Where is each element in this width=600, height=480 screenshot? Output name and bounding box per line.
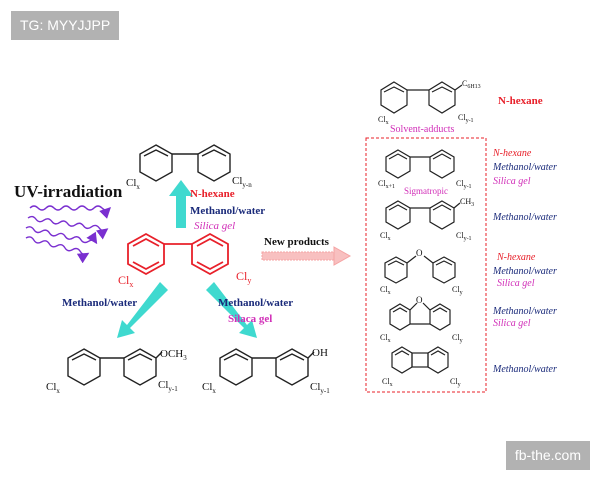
- solvent-adduct-substituent: C6H13: [462, 79, 481, 90]
- methyl-condition-1: Methanol/water: [492, 212, 557, 223]
- sigmatropic-label-x: Clx+1: [378, 179, 395, 190]
- uv-irradiation-title: UV-irradiation: [14, 182, 123, 201]
- right-product-substituent: OH: [312, 347, 328, 359]
- biphenylene-molecule: [391, 346, 449, 374]
- sigmatropic-condition-1: N-hexane: [492, 148, 532, 159]
- furan-label-y: Cly: [452, 333, 463, 344]
- new-products-arrow: [261, 246, 352, 266]
- header-tag: TG: MYYJJPP: [11, 11, 120, 40]
- methyl-biphenyl-molecule: [385, 200, 461, 230]
- ether-condition-1: N-hexane: [496, 252, 536, 263]
- diphenyl-ether-molecule: [384, 255, 456, 284]
- right-condition-1: Methanol/water: [218, 297, 293, 309]
- top-product-label-y: Cly-n: [232, 175, 252, 189]
- biphenylene-label-y: Cly: [450, 377, 461, 388]
- left-product-molecule: [67, 348, 163, 386]
- left-condition: Methanol/water: [62, 297, 137, 309]
- furan-label-x: Clx: [380, 333, 391, 344]
- top-condition-1: N-hexane: [190, 188, 235, 200]
- methyl-substituent: CH3: [460, 197, 474, 208]
- solvent-adduct-condition: N-hexane: [498, 95, 543, 107]
- source-label-x: Clx: [118, 273, 133, 289]
- solvent-adduct-label-y: Cly-1: [458, 113, 474, 124]
- solvent-adducts-caption: Solvent-adducts: [390, 124, 455, 135]
- right-product-label-y: Cly-1: [310, 381, 330, 395]
- methyl-label-y: Cly-1: [456, 231, 472, 242]
- sigmatropic-label-y: Cly-1: [456, 179, 472, 190]
- biphenylene-label-x: Clx: [382, 377, 393, 388]
- sigmatropic-condition-2: Methanol/water: [492, 162, 557, 173]
- left-product-substituent: OCH3: [160, 348, 187, 362]
- right-product-label-x: Clx: [202, 381, 216, 395]
- right-condition-2: Silaca gel: [228, 313, 272, 325]
- source-label-y: Cly: [236, 269, 251, 285]
- new-products-box: [365, 137, 487, 393]
- sigmatropic-molecule: [385, 149, 455, 179]
- dibenzofuran-molecule: [389, 302, 451, 331]
- furan-bridge-label: O: [416, 295, 423, 305]
- top-product-molecule: [139, 144, 231, 182]
- top-condition-2: Methanol/water: [190, 205, 265, 217]
- uv-wave-arrows: [25, 205, 111, 264]
- solvent-adduct-molecule: [380, 81, 463, 114]
- furan-condition-2: Silica gel: [493, 318, 531, 329]
- arrow-to-top-product: [169, 180, 193, 228]
- sigmatropic-condition-3: Silica gel: [493, 176, 531, 187]
- sigmatropic-caption: Sigmatropic: [404, 186, 448, 196]
- watermark: fb-the.com: [505, 441, 590, 470]
- right-product-molecule: [219, 348, 315, 386]
- arrow-to-left-product: [117, 282, 168, 338]
- left-product-label-y: Cly-1: [158, 379, 178, 393]
- furan-condition-1: Methanol/water: [492, 306, 557, 317]
- ether-condition-3: Silica gel: [497, 278, 535, 289]
- arrow-to-right-product: [206, 282, 257, 338]
- biphenylene-condition-1: Methanol/water: [492, 364, 557, 375]
- ether-condition-2: Methanol/water: [492, 266, 557, 277]
- ether-label-x: Clx: [380, 285, 391, 296]
- methyl-label-x: Clx: [380, 231, 391, 242]
- ether-label-y: Cly: [452, 285, 463, 296]
- left-product-label-x: Clx: [46, 381, 60, 395]
- ether-bridge-label: O: [416, 248, 423, 258]
- solvent-adduct-label-x: Clx: [378, 115, 389, 126]
- top-condition-3: Silica gel: [194, 220, 235, 232]
- source-molecule: [127, 232, 229, 276]
- new-products-label: New products: [264, 236, 330, 248]
- top-product-label-x: Clx: [126, 177, 140, 191]
